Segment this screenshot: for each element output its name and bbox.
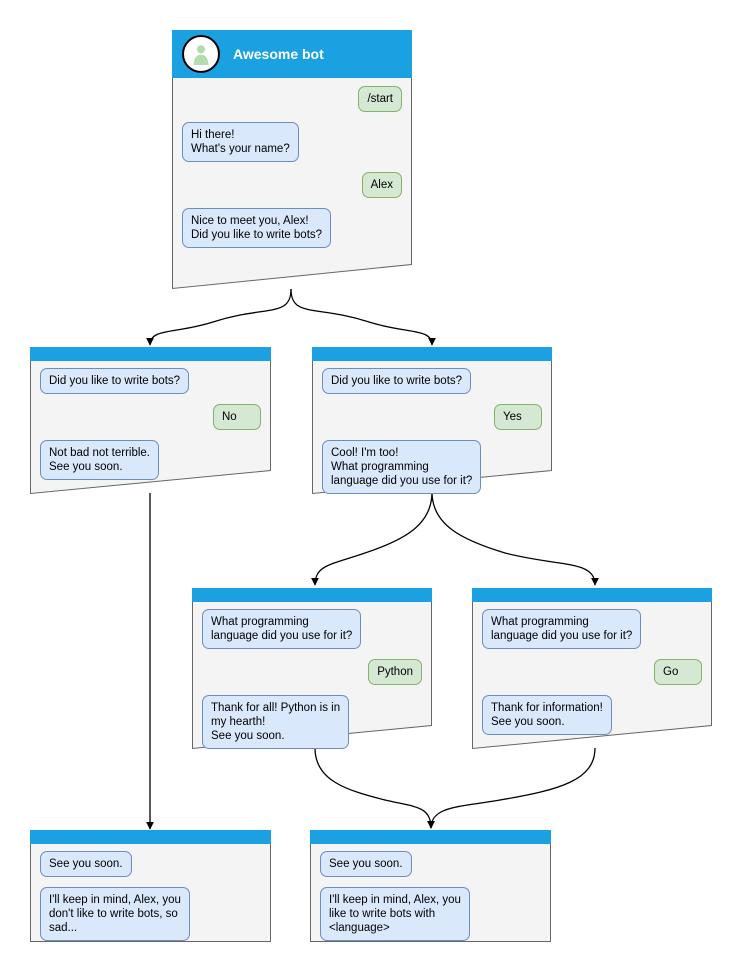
chat-body-python-branch: What programming language did you use fo… <box>192 602 432 759</box>
chat-header-bar <box>472 588 712 602</box>
chat-header-bar <box>312 347 552 361</box>
chat-node-yes-branch[interactable]: Did you like to write bots? Yes Cool! I'… <box>312 347 552 495</box>
user-message-bubble[interactable]: /start <box>358 86 402 112</box>
message-row: See you soon. <box>40 851 261 877</box>
edge-root-to-no <box>146 288 292 346</box>
message-row: No <box>40 404 261 430</box>
edge-python-to-end-happy <box>314 747 435 829</box>
message-row: Yes <box>322 404 542 430</box>
user-message-bubble[interactable]: Python <box>368 659 422 685</box>
message-row: Not bad not terrible. See you soon. <box>40 440 261 480</box>
bot-message-bubble[interactable]: What programming language did you use fo… <box>482 609 642 649</box>
chat-header-bar <box>30 347 271 361</box>
bot-message-bubble[interactable]: I'll keep in mind, Alex, you like to wri… <box>320 887 470 941</box>
user-message-bubble[interactable]: No <box>213 404 261 430</box>
message-row: Cool! I'm too! What programming language… <box>322 440 542 494</box>
chat-body-end-happy: See you soon. I'll keep in mind, Alex, y… <box>310 844 551 951</box>
bot-name-label: Awesome bot <box>233 46 324 62</box>
bot-message-bubble[interactable]: Nice to meet you, Alex! Did you like to … <box>182 208 332 248</box>
edge-yes-to-go <box>431 491 599 586</box>
message-row: I'll keep in mind, Alex, you don't like … <box>40 887 261 941</box>
message-row: Hi there! What's your name? <box>182 122 402 162</box>
bot-message-bubble[interactable]: What programming language did you use fo… <box>202 609 362 649</box>
bot-message-bubble[interactable]: See you soon. <box>320 851 412 877</box>
bot-message-bubble[interactable]: I'll keep in mind, Alex, you don't like … <box>40 887 190 941</box>
message-row: Thank for all! Python is in my hearth! S… <box>202 695 422 749</box>
message-row: Go <box>482 659 702 685</box>
chat-node-no-branch[interactable]: Did you like to write bots? No Not bad n… <box>30 347 271 495</box>
message-row: What programming language did you use fo… <box>482 609 702 649</box>
bot-message-bubble[interactable]: Hi there! What's your name? <box>182 122 299 162</box>
message-row: Nice to meet you, Alex! Did you like to … <box>182 208 402 248</box>
user-message-bubble[interactable]: Yes <box>494 404 542 430</box>
person-avatar-icon <box>182 35 220 73</box>
chat-body-yes-branch: Did you like to write bots? Yes Cool! I'… <box>312 361 552 504</box>
edge-yes-to-python <box>311 491 433 586</box>
chat-body-root: /start Hi there! What's your name? Alex … <box>172 78 412 258</box>
bot-message-bubble[interactable]: See you soon. <box>40 851 132 877</box>
bot-message-bubble[interactable]: Did you like to write bots? <box>322 368 472 394</box>
bot-message-bubble[interactable]: Thank for information! See you soon. <box>482 695 612 735</box>
chat-header-bar <box>310 830 551 844</box>
chat-node-go-branch[interactable]: What programming language did you use fo… <box>472 588 712 750</box>
chat-node-root[interactable]: Awesome bot /start Hi there! What's your… <box>172 30 412 290</box>
chat-body-end-sad: See you soon. I'll keep in mind, Alex, y… <box>30 844 271 951</box>
user-message-bubble[interactable]: Go <box>654 659 702 685</box>
message-row: See you soon. <box>320 851 541 877</box>
chat-header-root: Awesome bot <box>172 30 412 78</box>
chat-body-no-branch: Did you like to write bots? No Not bad n… <box>30 361 271 490</box>
message-row: What programming language did you use fo… <box>202 609 422 649</box>
message-row: /start <box>182 86 402 112</box>
message-row: Python <box>202 659 422 685</box>
edge-root-to-yes <box>290 288 436 346</box>
chat-node-end-happy[interactable]: See you soon. I'll keep in mind, Alex, y… <box>310 830 551 942</box>
bot-message-bubble[interactable]: Not bad not terrible. See you soon. <box>40 440 160 480</box>
chat-header-bar <box>30 830 271 844</box>
chat-node-end-sad[interactable]: See you soon. I'll keep in mind, Alex, y… <box>30 830 271 942</box>
message-row: Did you like to write bots? <box>40 368 261 394</box>
bot-message-bubble[interactable]: Cool! I'm too! What programming language… <box>322 440 482 494</box>
chat-body-go-branch: What programming language did you use fo… <box>472 602 712 745</box>
bot-message-bubble[interactable]: Thank for all! Python is in my hearth! S… <box>202 695 350 749</box>
bot-message-bubble[interactable]: Did you like to write bots? <box>40 368 190 394</box>
message-row: Alex <box>182 172 402 198</box>
message-row: Did you like to write bots? <box>322 368 542 394</box>
chat-node-python-branch[interactable]: What programming language did you use fo… <box>192 588 432 750</box>
message-row: Thank for information! See you soon. <box>482 695 702 735</box>
user-message-bubble[interactable]: Alex <box>361 172 402 198</box>
message-row: I'll keep in mind, Alex, you like to wri… <box>320 887 541 941</box>
edge-go-to-end-happy <box>427 747 596 829</box>
chat-header-bar <box>192 588 432 602</box>
